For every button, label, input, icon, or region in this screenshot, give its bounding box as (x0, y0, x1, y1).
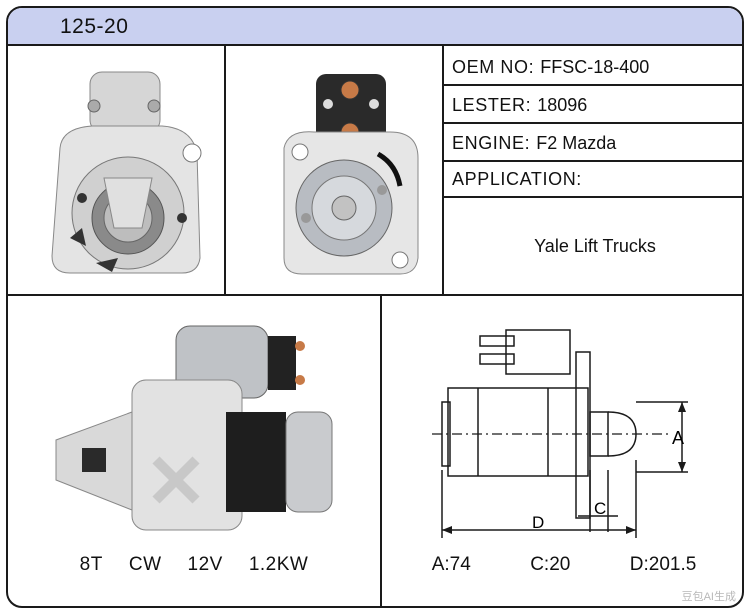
starter-side-view-image (55, 325, 333, 531)
divider (444, 196, 742, 198)
spec-rotation: CW (128, 554, 162, 575)
oem-value: FFSC-18-400 (540, 57, 650, 77)
lester-row: LESTER:18096 (444, 86, 742, 124)
oem-label: OEM NO: (452, 57, 535, 77)
dim-label-a: A (672, 428, 684, 448)
starter-rear-view-image (283, 74, 419, 275)
dim-c-value: C:20 (530, 554, 571, 575)
dimension-drawing: A C D (432, 329, 688, 538)
spec-power: 1.2KW (248, 554, 309, 575)
divider (442, 46, 444, 294)
divider (224, 46, 226, 294)
dim-label-d: D (532, 513, 544, 532)
starter-front-view-image (51, 71, 202, 274)
spec-row: 8T CW 12V 1.2KW (8, 554, 380, 576)
spec-teeth: 8T (79, 554, 103, 575)
spec-voltage: 12V (187, 554, 223, 575)
divider (444, 84, 742, 86)
lester-value: 18096 (537, 95, 588, 115)
engine-row: ENGINE:F2 Mazda (444, 124, 742, 162)
divider (8, 294, 742, 296)
application-value: Yale Lift Trucks (534, 236, 656, 256)
dim-label-c: C (594, 499, 606, 518)
oem-row: OEM NO:FFSC-18-400 (444, 48, 742, 86)
watermark: 豆包AI生成 (681, 591, 736, 603)
divider (444, 122, 742, 124)
divider (380, 296, 382, 606)
dimension-values-row: A:74 C:20 D:201.5 (382, 554, 742, 576)
divider (444, 160, 742, 162)
dim-d-value: D:201.5 (629, 554, 697, 575)
header-bar: 125-20 (8, 8, 742, 46)
application-row: APPLICATION: (444, 161, 742, 197)
dim-a-value: A:74 (431, 554, 471, 575)
engine-value: F2 Mazda (536, 133, 617, 153)
engine-label: ENGINE: (452, 133, 531, 153)
lester-label: LESTER: (452, 95, 532, 115)
part-number-title: 125-20 (60, 15, 129, 38)
application-label: APPLICATION: (452, 169, 582, 189)
product-card: 125-20 OEM NO:FFSC-18-400 LESTER:18096 E… (6, 6, 744, 608)
